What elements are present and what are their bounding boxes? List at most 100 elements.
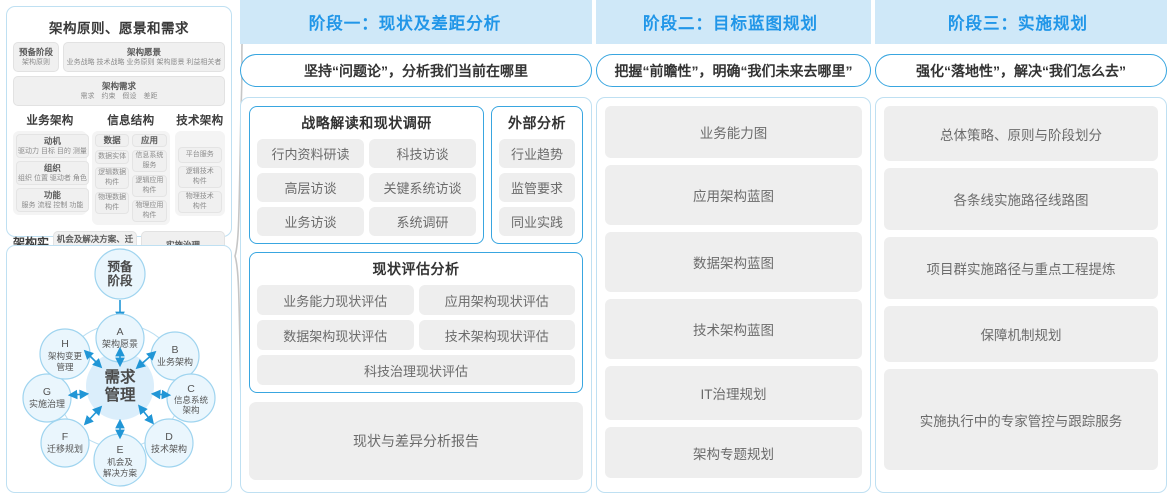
list-item[interactable]: 科技访谈 bbox=[369, 139, 476, 168]
adm-spoke-arrows bbox=[67, 346, 172, 440]
list-item[interactable]: 应用架构现状评估 bbox=[418, 285, 575, 315]
phase-3-subtitle: 强化“落地性”，解决“我们怎么去” bbox=[875, 54, 1167, 87]
togaf-subgroup-application: 应用 信息系统服务 逻辑应用构件 物理应用构件 bbox=[132, 134, 167, 222]
togaf-row-vision: 预备阶段 架构原则 架构愿景 业务战略 技术战略 业务原则 架构愿景 利益相关者 bbox=[13, 42, 225, 72]
svg-text:G: G bbox=[43, 386, 51, 398]
adm-cycle-svg: 预备 阶段 需求 管理 A 架构愿景 B 业务架构 bbox=[22, 248, 216, 487]
togaf-panel-title: 架构原则、愿景和需求 bbox=[49, 21, 189, 36]
togaf-cell: 平台服务 bbox=[177, 147, 222, 163]
togaf-cell: 功能 服务 流程 控制 功能 bbox=[16, 188, 89, 212]
card-title: 战略解读和现状调研 bbox=[301, 115, 432, 131]
adm-node-h: H 架构变更 管理 bbox=[39, 328, 91, 380]
svg-text:管理: 管理 bbox=[56, 362, 74, 372]
phase-2-body: 业务能力图 应用架构蓝图 数据架构蓝图 技术架构蓝图 IT治理规划 架构专题规划 bbox=[596, 97, 871, 493]
phase-1-top-section: 战略解读和现状调研 行内资料研读 科技访谈 高层访谈 关键系统访谈 业务访谈 系… bbox=[249, 106, 583, 244]
svg-text:A: A bbox=[116, 326, 123, 338]
list-item[interactable]: 项目群实施路径与重点工程提炼 bbox=[884, 237, 1158, 299]
list-item[interactable]: 业务访谈 bbox=[257, 207, 364, 236]
box-head: 预备阶段 bbox=[18, 46, 53, 57]
svg-text:C: C bbox=[187, 383, 195, 395]
phase-1-report-box[interactable]: 现状与差异分析报告 bbox=[249, 402, 583, 480]
adm-node-preliminary-label-2: 阶段 bbox=[107, 273, 133, 288]
svg-text:架构变更: 架构变更 bbox=[48, 351, 83, 361]
list-item[interactable]: 行内资料研读 bbox=[257, 139, 364, 168]
phase-3-chevron-header: 阶段三：实施规划 bbox=[875, 0, 1167, 44]
svg-text:H: H bbox=[61, 338, 69, 350]
togaf-box-architecture-vision: 架构愿景 业务战略 技术战略 业务原则 架构愿景 利益相关者 bbox=[63, 42, 225, 72]
togaf-cell: 物理技术构件 bbox=[177, 191, 222, 213]
togaf-cell: 逻辑数据构件 bbox=[95, 167, 130, 189]
adm-node-a: A 架构愿景 bbox=[95, 313, 145, 363]
adm-node-preliminary bbox=[94, 248, 146, 300]
svg-text:F: F bbox=[62, 431, 68, 443]
list-item[interactable]: 数据架构现状评估 bbox=[257, 320, 414, 350]
card-item-grid: 行内资料研读 科技访谈 高层访谈 关键系统访谈 业务访谈 系统调研 bbox=[257, 139, 476, 236]
list-item[interactable]: 业务能力现状评估 bbox=[257, 285, 414, 315]
phase-2-item-list: 业务能力图 应用架构蓝图 数据架构蓝图 技术架构蓝图 IT治理规划 架构专题规划 bbox=[605, 106, 862, 484]
list-item[interactable]: 系统调研 bbox=[369, 207, 476, 236]
togaf-cell: 数据 bbox=[95, 134, 130, 147]
column-head: 信息结构 bbox=[107, 115, 155, 127]
adm-node-preliminary-label-1: 预备 bbox=[107, 259, 133, 274]
adm-node-e: E 机会及 解决方案 bbox=[93, 433, 147, 487]
list-item[interactable]: 实施执行中的专家管控与跟踪服务 bbox=[884, 369, 1158, 470]
chevron-shape bbox=[875, 0, 1167, 44]
svg-text:架构: 架构 bbox=[182, 405, 199, 415]
togaf-cell: 信息系统服务 bbox=[132, 150, 167, 172]
card-external-analysis: 外部分析 行业趋势 监管要求 同业实践 bbox=[491, 106, 583, 244]
phase-2-chevron-header: 阶段二：目标蓝图规划 bbox=[596, 0, 871, 44]
list-item[interactable]: 高层访谈 bbox=[257, 173, 364, 202]
svg-text:B: B bbox=[171, 344, 178, 356]
adm-node-f-label: 迁移规划 bbox=[47, 443, 83, 454]
card-title: 外部分析 bbox=[508, 115, 566, 131]
togaf-subgroup-data: 数据 数据实体 逻辑数据构件 物理数据构件 bbox=[95, 134, 130, 222]
togaf-cell: 物理数据构件 bbox=[95, 192, 130, 214]
list-item[interactable]: 数据架构蓝图 bbox=[605, 232, 862, 292]
list-item-full-width[interactable]: 科技治理现状评估 bbox=[257, 355, 575, 385]
togaf-cell: 物理应用构件 bbox=[132, 200, 167, 222]
list-item[interactable]: 各条线实施路径线路图 bbox=[884, 168, 1158, 230]
phase-2-title: 阶段二：目标蓝图规划 bbox=[643, 15, 818, 33]
togaf-column-technology-architecture: 技术架构 平台服务 逻辑技术构件 物理技术构件 bbox=[174, 112, 225, 225]
list-item[interactable]: 监管要求 bbox=[499, 173, 575, 202]
list-item[interactable]: 技术架构蓝图 bbox=[605, 299, 862, 359]
adm-cycle-panel: 预备 阶段 需求 管理 A 架构愿景 B 业务架构 bbox=[6, 245, 232, 493]
togaf-content-framework-panel: 架构原则、愿景和需求 预备阶段 架构原则 架构愿景 业务战略 技术战略 业务原则… bbox=[6, 6, 232, 269]
svg-text:机会及: 机会及 bbox=[107, 457, 133, 467]
list-item[interactable]: 保障机制规划 bbox=[884, 306, 1158, 362]
list-item[interactable]: 技术架构现状评估 bbox=[418, 320, 575, 350]
adm-node-a-label: 架构愿景 bbox=[102, 338, 138, 349]
box-sub: 架构原则 bbox=[22, 58, 50, 66]
list-item[interactable]: 应用架构蓝图 bbox=[605, 165, 862, 225]
phase-3-title: 阶段三：实施规划 bbox=[948, 15, 1088, 33]
list-item[interactable]: 行业趋势 bbox=[499, 139, 575, 168]
phase-1-body: 战略解读和现状调研 行内资料研读 科技访谈 高层访谈 关键系统访谈 业务访谈 系… bbox=[240, 97, 592, 493]
box-head: 架构愿景 bbox=[126, 46, 161, 57]
box-head: 架构需求 bbox=[101, 80, 136, 91]
phase-1-chevron-header: 阶段一：现状及差距分析 bbox=[240, 0, 592, 44]
phase-columns: 阶段一：现状及差距分析 坚持“问题论”，分析我们当前在哪里 战略解读和现状调研 … bbox=[240, 0, 1167, 499]
togaf-box-architecture-requirements: 架构需求 需求 约束 假设 差距 bbox=[13, 76, 225, 106]
list-item[interactable]: 业务能力图 bbox=[605, 106, 862, 158]
togaf-cell: 逻辑应用构件 bbox=[132, 175, 167, 197]
list-item[interactable]: 架构专题规划 bbox=[605, 427, 862, 478]
card-item-grid: 业务能力现状评估 应用架构现状评估 数据架构现状评估 技术架构现状评估 bbox=[257, 285, 575, 350]
list-item[interactable]: 关键系统访谈 bbox=[369, 173, 476, 202]
svg-text:信息系统: 信息系统 bbox=[174, 395, 209, 405]
adm-node-g-label: 实施治理 bbox=[29, 398, 65, 409]
list-item[interactable]: 总体策略、原则与阶段划分 bbox=[884, 106, 1158, 161]
phase-2-column: 阶段二：目标蓝图规划 把握“前瞻性”，明确“我们未来去哪里” 业务能力图 应用架… bbox=[596, 0, 871, 499]
card-title: 现状评估分析 bbox=[372, 261, 460, 277]
column-head: 技术架构 bbox=[176, 115, 224, 127]
list-item[interactable]: 同业实践 bbox=[499, 207, 575, 236]
phase-3-body: 总体策略、原则与阶段划分 各条线实施路径线路图 项目群实施路径与重点工程提炼 保… bbox=[875, 97, 1167, 493]
adm-node-b: B 业务架构 bbox=[150, 331, 200, 381]
togaf-cell: 组织 组织 位置 驱动者 角色 bbox=[16, 161, 89, 185]
chevron-shape bbox=[240, 0, 592, 44]
togaf-box-preliminary: 预备阶段 架构原则 bbox=[13, 42, 59, 72]
box-sub: 需求 约束 假设 差距 bbox=[80, 92, 158, 100]
list-item[interactable]: IT治理规划 bbox=[605, 366, 862, 420]
box-sub: 业务战略 技术战略 业务原则 架构愿景 利益相关者 bbox=[66, 58, 222, 66]
togaf-cell: 应用 bbox=[132, 134, 167, 147]
